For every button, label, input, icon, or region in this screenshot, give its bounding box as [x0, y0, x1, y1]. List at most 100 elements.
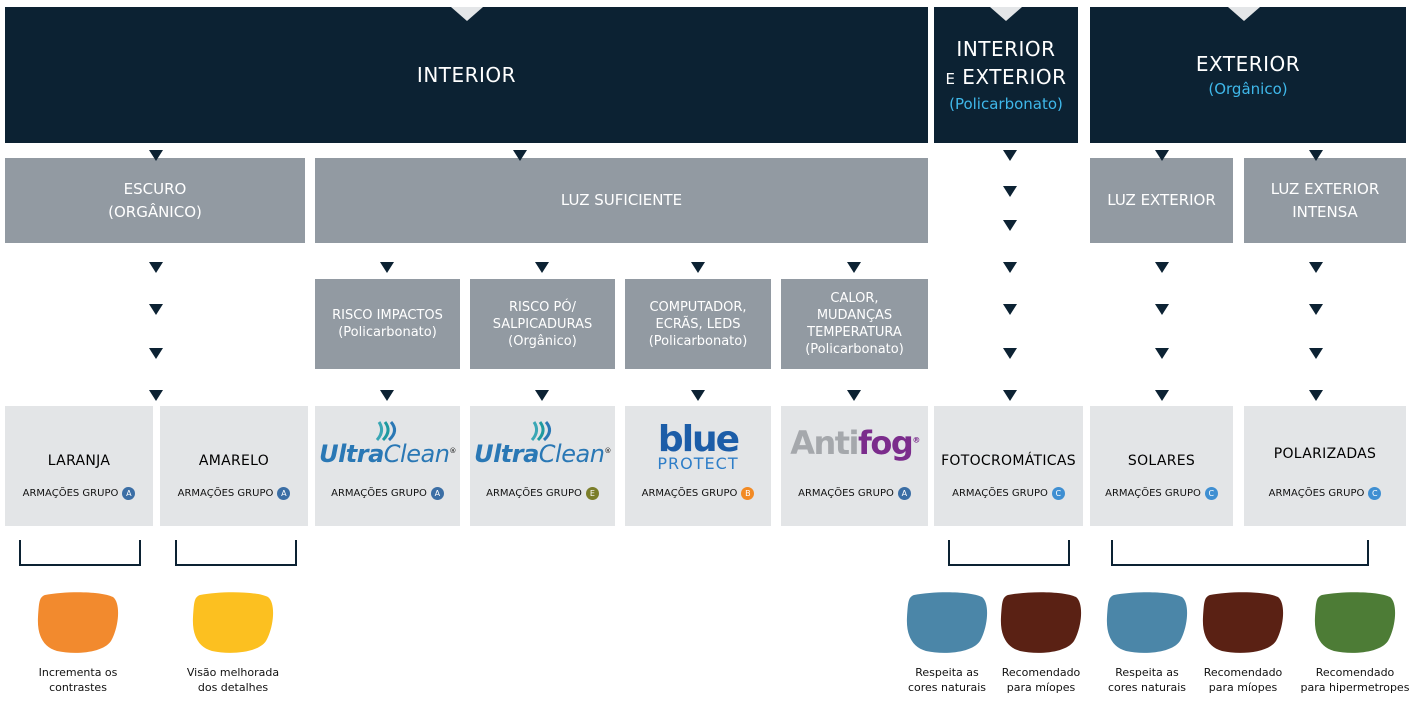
lens-caption-line: Respeita as [1115, 666, 1179, 679]
category-escuro: ESCURO (ORGÂNICO) [5, 158, 305, 243]
group-badge: A [277, 487, 291, 500]
group-label: ARMAÇÕES GRUPO [798, 488, 894, 499]
lens-icon [1314, 592, 1396, 653]
ultraclean-logo-a: Ultra [474, 440, 539, 468]
header-exterior: EXTERIOR (Orgânico) [1090, 7, 1406, 143]
ultraclean-waves-icon [375, 421, 396, 442]
down-arrow-icon [1155, 348, 1169, 359]
lens-caption: Incrementa os contrastes [23, 665, 133, 695]
header-interior-title: INTERIOR [416, 63, 517, 87]
down-arrow-icon [1003, 348, 1017, 359]
down-arrow-icon [1309, 150, 1323, 161]
down-arrow-icon [1309, 390, 1323, 401]
product-name: SOLARES [1127, 453, 1196, 469]
down-arrow-icon [149, 262, 163, 273]
category-escuro-line1: ESCURO [123, 179, 187, 198]
category-luz-exterior-intensa-line2: INTENSA [1292, 202, 1358, 221]
lens-caption-line: para míopes [1006, 681, 1076, 694]
category-escuro-line2: (ORGÂNICO) [108, 202, 202, 221]
down-arrow-icon [691, 390, 705, 401]
lens-caption-line: contrastes [49, 681, 107, 694]
group-badge: E [585, 487, 599, 500]
risk-po-salpicaduras: RISCO PÓ/ SALPICADURAS (Orgânico) [470, 279, 615, 369]
bracket-fotocromaticas [948, 540, 1070, 566]
group-badge: B [741, 487, 755, 500]
group-badge: C [1051, 487, 1065, 500]
antifog-logo-a: Anti [790, 424, 859, 462]
registered-mark: ® [912, 435, 920, 445]
bracket-exterior [1111, 540, 1369, 566]
ultraclean-logo-a: Ultra [319, 440, 384, 468]
header-notch-exterior [1228, 7, 1260, 21]
header-int-ext-accent: (Policarbonato) [949, 95, 1063, 113]
down-arrow-icon [691, 262, 705, 273]
lens-caption-line: Recomendado [1315, 666, 1395, 679]
down-arrow-icon [1003, 390, 1017, 401]
antifog-logo-b: fog [858, 424, 914, 462]
group-label: ARMAÇÕES GRUPO [486, 488, 582, 499]
antifog-logo: Antifog® [781, 424, 928, 462]
blueprotect-logo-a: blue [657, 419, 740, 460]
blueprotect-logo-b: PROTECT [657, 454, 739, 473]
lens-caption-line: para hipermetropes [1300, 681, 1410, 694]
bracket-laranja [19, 540, 141, 566]
down-arrow-icon [1155, 150, 1169, 161]
risk-line: CALOR, [830, 291, 879, 306]
lens-icon [1202, 592, 1284, 653]
group-label: ARMAÇÕES GRUPO [952, 488, 1048, 499]
risk-line: (Policarbonato) [338, 325, 437, 340]
risk-calor: CALOR, MUDANÇAS TEMPERATURA (Policarbona… [781, 279, 928, 369]
category-luz-exterior-label: LUZ EXTERIOR [1107, 191, 1216, 209]
risk-line: MUDANÇAS [816, 308, 893, 323]
group-label: ARMAÇÕES GRUPO [331, 488, 427, 499]
lens-caption-line: Recomendado [1203, 666, 1283, 679]
group-badge: A [122, 487, 136, 500]
group-badge: C [1204, 487, 1218, 500]
lens-icon [192, 592, 274, 653]
lens-icon [37, 592, 119, 653]
category-luz-suficiente-label: LUZ SUFICIENTE [560, 191, 683, 209]
lens-icon [1000, 592, 1082, 653]
down-arrow-icon [1003, 262, 1017, 273]
risk-line: TEMPERATURA [807, 325, 902, 340]
down-arrow-icon [1155, 262, 1169, 273]
lens-caption-line: Respeita as [915, 666, 979, 679]
lens-caption-line: Incrementa os [38, 666, 118, 679]
down-arrow-icon [149, 150, 163, 161]
group-label: ARMAÇÕES GRUPO [1105, 488, 1201, 499]
down-arrow-icon [513, 150, 527, 161]
risk-line: ECRÃS, LEDS [655, 316, 741, 332]
header-int-ext-line2: EXTERIOR [962, 65, 1067, 89]
product-name: AMARELO [198, 453, 270, 469]
down-arrow-icon [1309, 262, 1323, 273]
header-exterior-accent: (Orgânico) [1208, 80, 1288, 98]
header-int-ext-line1: INTERIOR [956, 37, 1056, 61]
risk-computador: COMPUTADOR, ECRÃS, LEDS (Policarbonato) [625, 279, 771, 369]
registered-mark: ® [449, 447, 456, 455]
category-luz-exterior-intensa-line1: LUZ EXTERIOR [1270, 179, 1380, 198]
lens-caption-line: dos detalhes [197, 681, 269, 694]
risk-line: (Policarbonato) [805, 342, 904, 357]
down-arrow-icon [149, 390, 163, 401]
down-arrow-icon [149, 348, 163, 359]
down-arrow-icon [380, 390, 394, 401]
risk-line: RISCO PÓ/ [508, 299, 576, 315]
down-arrow-icon [847, 262, 861, 273]
